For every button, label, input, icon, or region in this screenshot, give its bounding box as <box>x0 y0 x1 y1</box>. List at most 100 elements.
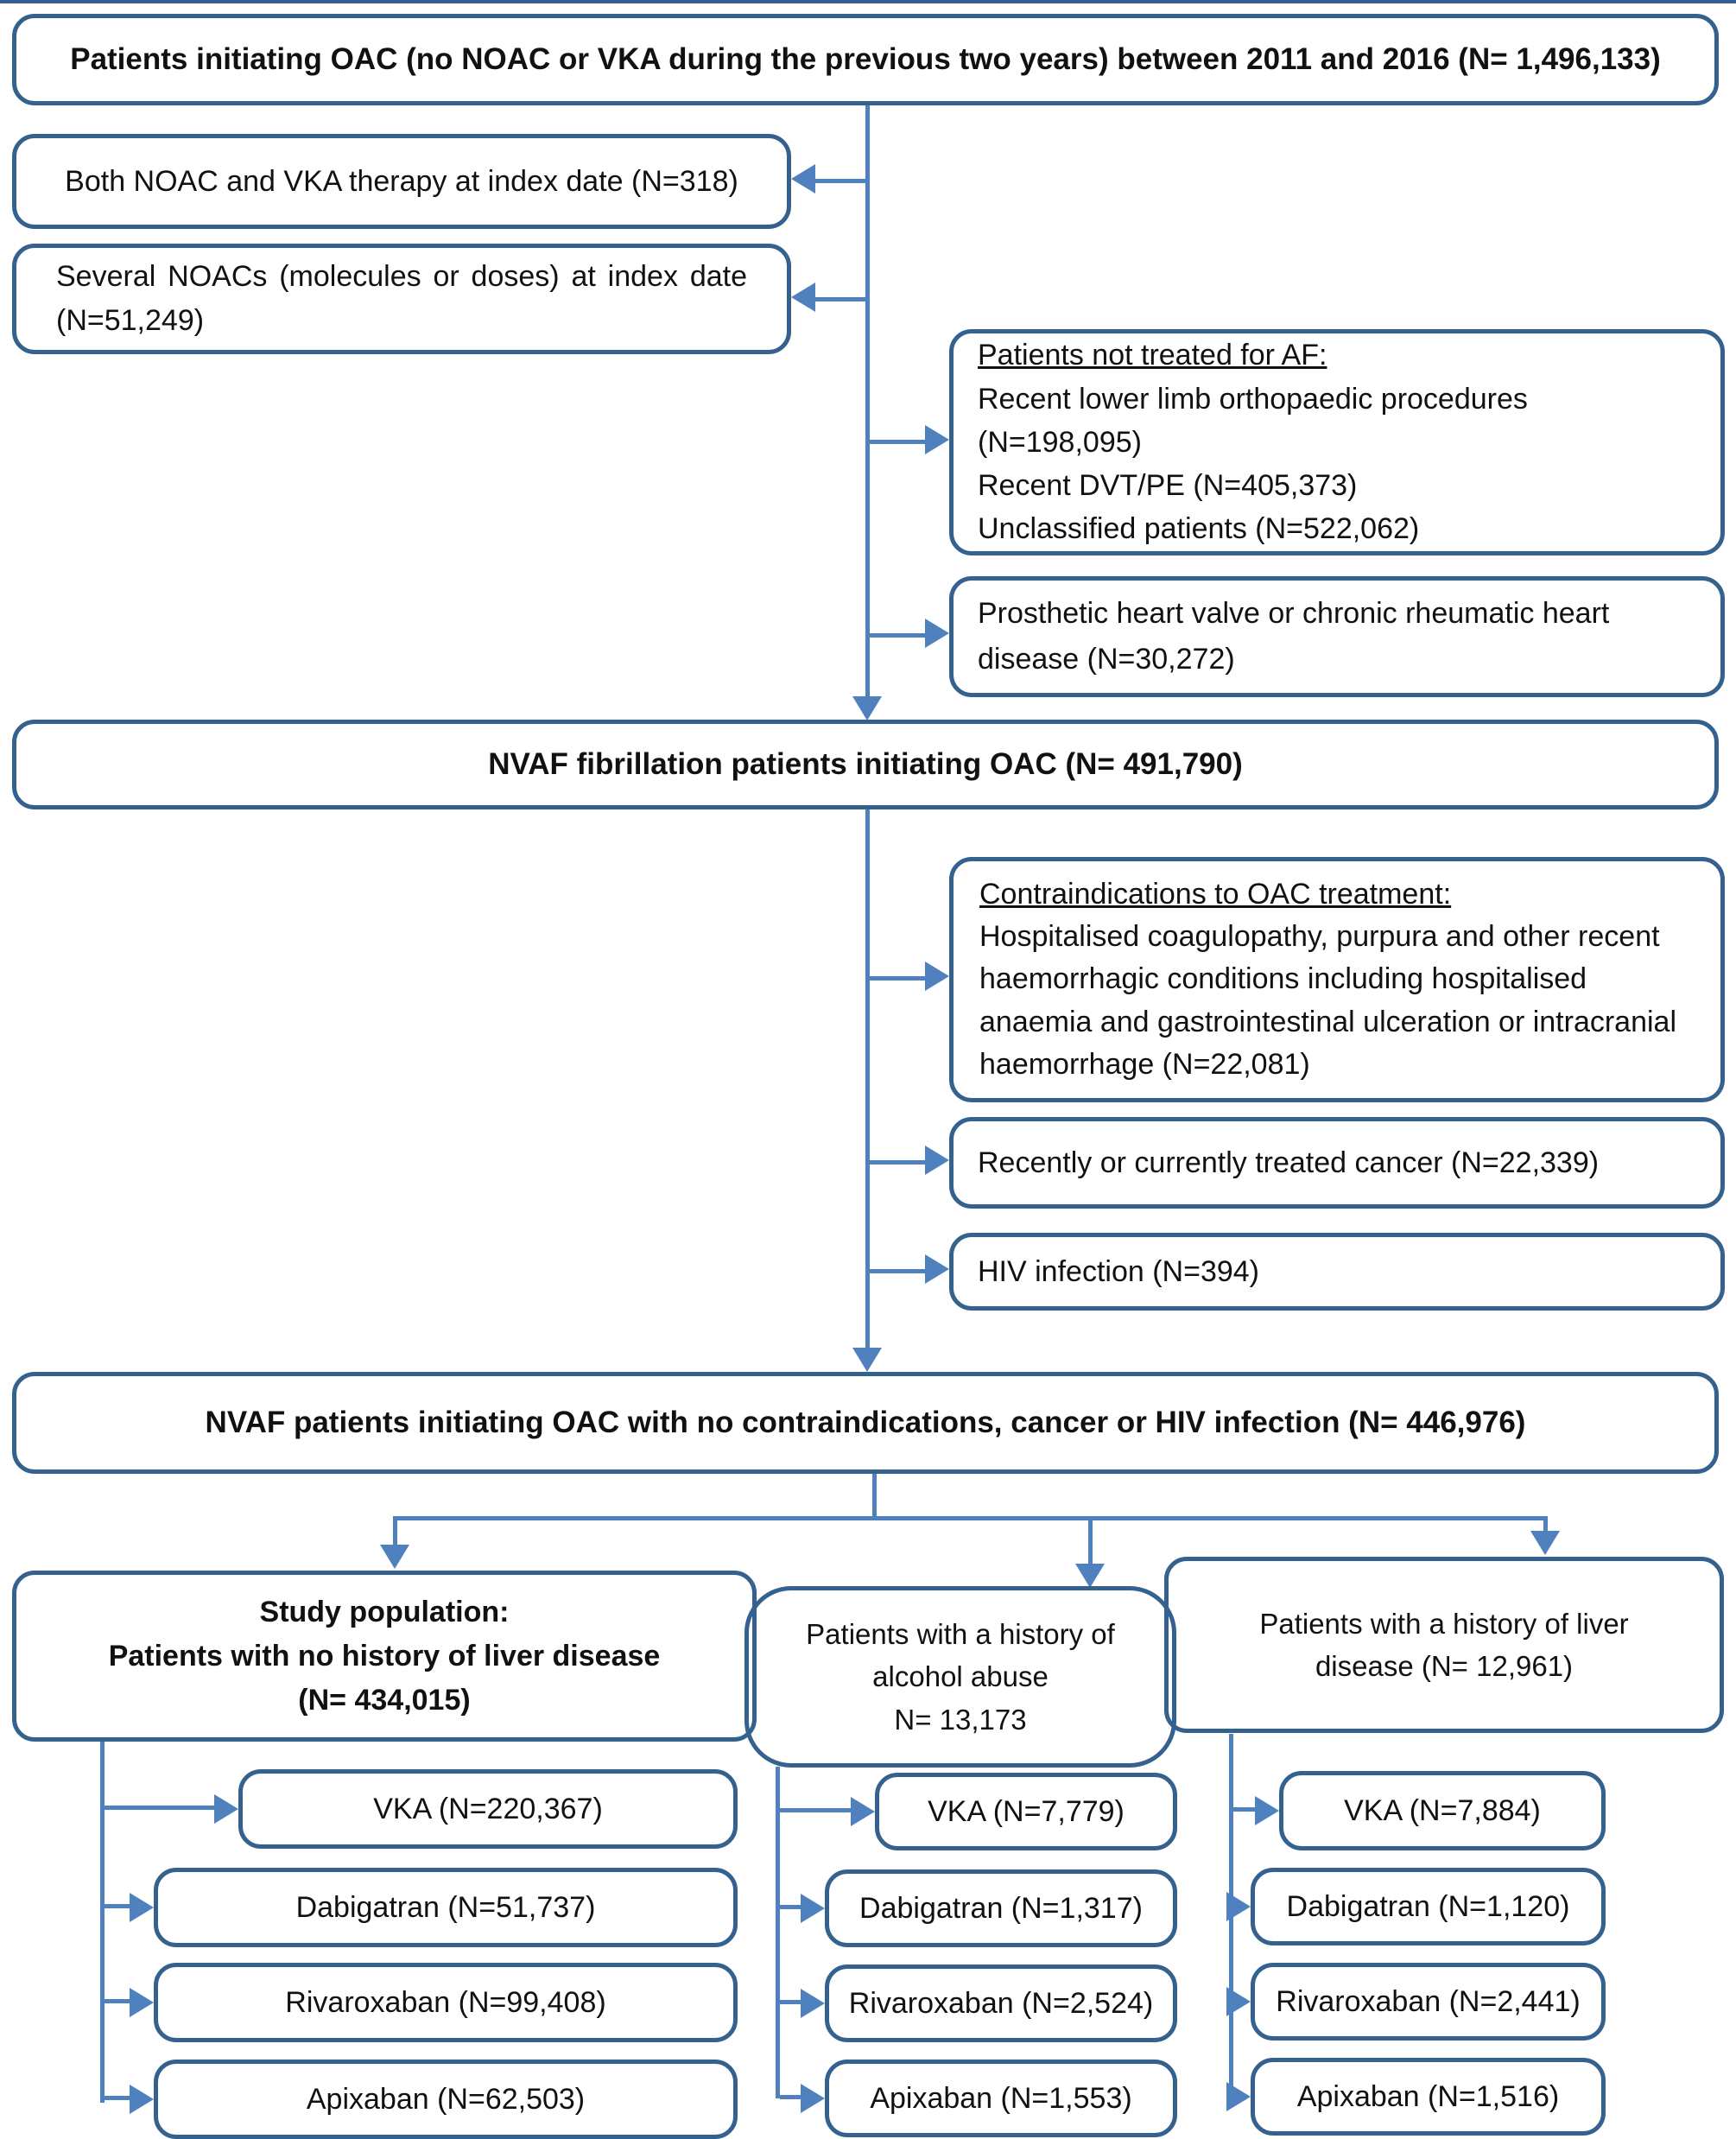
arrow-right-icon <box>801 1989 825 2018</box>
not-af-line1: Recent lower limb orthopaedic procedures… <box>978 382 1528 459</box>
branch-distribution-line <box>393 1516 1548 1520</box>
connector-line <box>815 297 867 301</box>
box-branch2-rivaroxaban: Rivaroxaban (N=2,524) <box>825 1964 1177 2042</box>
branch3-header-line2: disease (N= 12,961) <box>1315 1650 1574 1682</box>
branch2-dabigatran-text: Dabigatran (N=1,317) <box>859 1891 1143 1925</box>
top-cohort-text: Patients initiating OAC (no NOAC or VKA … <box>70 41 1661 76</box>
branch1-header-line3: (N= 434,015) <box>298 1683 471 1717</box>
arrow-right-icon <box>130 1988 154 2017</box>
branch1-header-line1: Study population: <box>259 1595 510 1628</box>
branch2-header-line3: N= 13,173 <box>894 1703 1027 1736</box>
box-branch3-dabigatran: Dabigatran (N=1,120) <box>1251 1868 1606 1945</box>
branch1-dabigatran-text: Dabigatran (N=51,737) <box>295 1890 596 1924</box>
main-connector-upper <box>865 105 870 698</box>
branch2-rivaroxaban-text: Rivaroxaban (N=2,524) <box>848 1986 1154 2020</box>
nvaf-clean-text: NVAF patients initiating OAC with no con… <box>205 1405 1526 1439</box>
branch2-header-line2: alcohol abuse <box>872 1660 1049 1693</box>
box-cancer: Recently or currently treated cancer (N=… <box>949 1117 1725 1209</box>
box-nvaf-initiating-oac: NVAF fibrillation patients initiating OA… <box>12 720 1719 809</box>
branch1-header-line2: Patients with no history of liver diseas… <box>108 1639 661 1672</box>
nvaf-oac-text: NVAF fibrillation patients initiating OA… <box>488 746 1243 781</box>
arrow-right-icon <box>925 425 949 454</box>
branch2-drug-spine <box>776 1767 780 2098</box>
box-branch1-vka: VKA (N=220,367) <box>238 1769 738 1849</box>
contraindications-heading: Contraindications to OAC treatment: <box>979 877 1452 911</box>
arrow-right-icon <box>925 619 949 648</box>
branch3-header-line1: Patients with a history of liver <box>1259 1607 1629 1640</box>
connector-line <box>815 179 867 183</box>
not-af-heading: Patients not treated for AF: <box>978 339 1327 372</box>
connector-line <box>105 1999 130 2003</box>
box-exclusion-both-noac-vka: Both NOAC and VKA therapy at index date … <box>12 134 791 229</box>
box-exclusion-several-noacs: Several NOACs (molecules or doses) at in… <box>12 244 791 354</box>
box-not-treated-af: Patients not treated for AF: Recent lowe… <box>949 329 1725 555</box>
box-branch1-rivaroxaban: Rivaroxaban (N=99,408) <box>154 1963 738 2042</box>
box-branch3-rivaroxaban: Rivaroxaban (N=2,441) <box>1251 1963 1606 2041</box>
arrow-right-icon <box>925 1254 949 1284</box>
main-connector-lower <box>865 809 870 1348</box>
arrow-right-icon <box>130 1893 154 1922</box>
branch2-header-line1: Patients with a history of <box>806 1617 1115 1650</box>
branch2-vka-text: VKA (N=7,779) <box>928 1794 1125 1828</box>
branch-feed-line <box>872 1474 877 1518</box>
box-branch-study-population: Study population: Patients with no histo… <box>12 1571 757 1742</box>
box-branch1-apixaban: Apixaban (N=62,503) <box>154 2060 738 2139</box>
arrow-down-icon <box>380 1545 409 1569</box>
hiv-text: HIV infection (N=394) <box>978 1254 1259 1288</box>
branch-drop-right <box>1543 1516 1548 1533</box>
box-contraindications: Contraindications to OAC treatment: Hosp… <box>949 857 1725 1102</box>
not-af-line2: Recent DVT/PE (N=405,373) <box>978 469 1358 503</box>
arrow-left-icon <box>791 282 815 312</box>
box-branch1-dabigatran: Dabigatran (N=51,737) <box>154 1868 738 1947</box>
connector-line <box>780 1808 851 1812</box>
connector-line <box>1233 1807 1255 1812</box>
arrow-down-icon <box>852 1348 882 1372</box>
arrow-right-icon <box>1255 1796 1279 1825</box>
arrow-left-icon <box>791 164 815 194</box>
box-branch2-vka: VKA (N=7,779) <box>875 1773 1177 1850</box>
not-af-line3: Unclassified patients (N=522,062) <box>978 512 1420 546</box>
box-branch-alcohol-abuse: Patients with a history of alcohol abuse… <box>744 1586 1176 1768</box>
branch-drop-middle <box>1088 1516 1093 1565</box>
connector-line <box>105 2096 130 2100</box>
box-top-cohort: Patients initiating OAC (no NOAC or VKA … <box>12 14 1719 105</box>
branch1-rivaroxaban-text: Rivaroxaban (N=99,408) <box>285 1985 606 2019</box>
arrow-right-icon <box>1226 1987 1251 2016</box>
connector-line <box>870 633 925 638</box>
box-nvaf-clean-cohort: NVAF patients initiating OAC with no con… <box>12 1372 1719 1474</box>
arrow-down-icon <box>1530 1531 1560 1555</box>
arrow-right-icon <box>851 1797 875 1826</box>
box-branch3-apixaban: Apixaban (N=1,516) <box>1251 2058 1606 2136</box>
arrow-right-icon <box>925 1146 949 1175</box>
connector-line <box>870 1269 925 1273</box>
connector-line <box>870 976 925 981</box>
branch1-drug-spine <box>100 1742 105 2103</box>
connector-line <box>780 2095 801 2099</box>
arrow-right-icon <box>801 2084 825 2113</box>
box-prosthetic-valve: Prosthetic heart valve or chronic rheuma… <box>949 576 1725 697</box>
connector-line <box>870 1160 925 1165</box>
connector-line <box>780 1905 801 1909</box>
branch3-vka-text: VKA (N=7,884) <box>1344 1793 1541 1827</box>
arrow-down-icon <box>852 696 882 720</box>
prosthetic-text: Prosthetic heart valve or chronic rheuma… <box>978 597 1610 676</box>
exclusion-several-line1: Several NOACs (molecules or doses) at in… <box>56 260 747 293</box>
connector-line <box>870 440 925 444</box>
box-branch-liver-disease: Patients with a history of liver disease… <box>1164 1557 1724 1733</box>
box-branch2-apixaban: Apixaban (N=1,553) <box>825 2060 1177 2137</box>
connector-line <box>105 1806 214 1810</box>
exclusion-several-line2: (N=51,249) <box>56 304 205 337</box>
contraindications-body: Hospitalised coagulopathy, purpura and o… <box>979 920 1677 1081</box>
branch2-apixaban-text: Apixaban (N=1,553) <box>870 2081 1132 2115</box>
cancer-text: Recently or currently treated cancer (N=… <box>978 1146 1600 1179</box>
branch3-apixaban-text: Apixaban (N=1,516) <box>1296 2079 1560 2113</box>
arrow-right-icon <box>1226 2082 1251 2111</box>
arrow-right-icon <box>801 1894 825 1923</box>
branch1-apixaban-text: Apixaban (N=62,503) <box>306 2082 586 2116</box>
arrow-right-icon <box>1226 1892 1251 1921</box>
branch3-dabigatran-text: Dabigatran (N=1,120) <box>1286 1889 1570 1923</box>
arrow-down-icon <box>1075 1564 1105 1588</box>
arrow-right-icon <box>214 1794 238 1824</box>
box-hiv: HIV infection (N=394) <box>949 1233 1725 1311</box>
